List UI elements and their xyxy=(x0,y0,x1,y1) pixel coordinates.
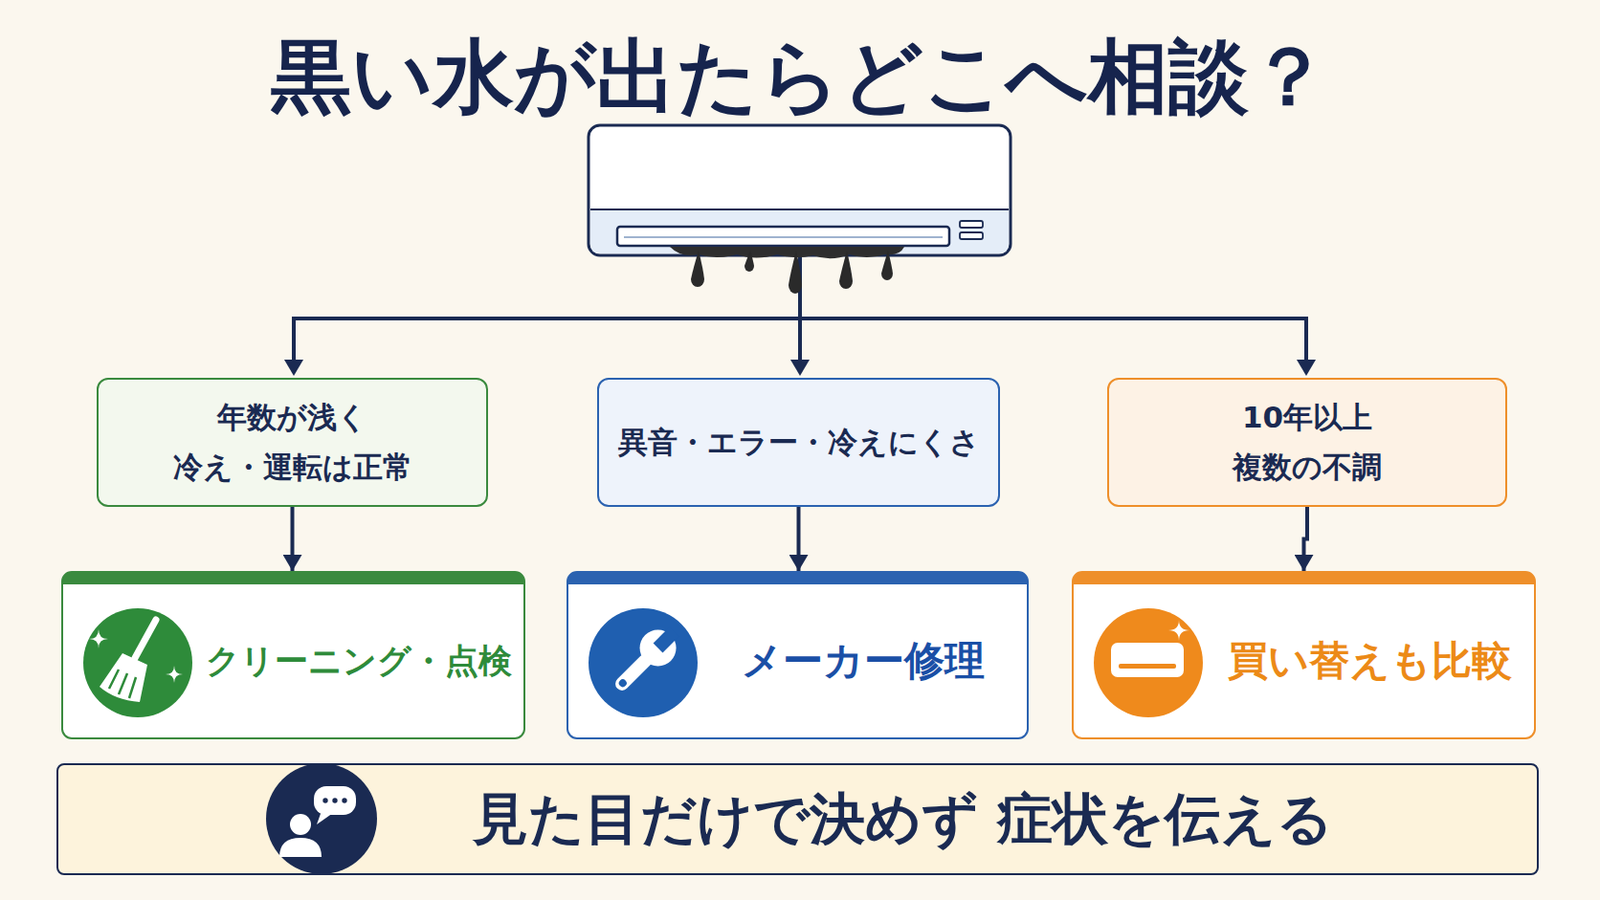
water-drop xyxy=(788,250,802,294)
broom-head xyxy=(99,653,148,703)
text-piece: 複数の不調 xyxy=(1232,449,1382,485)
text-piece: 症状を伝える xyxy=(997,786,1334,852)
action-label: クリーニング・点検 xyxy=(205,641,512,682)
person-body xyxy=(279,838,322,858)
aircon-louver xyxy=(623,236,943,239)
speech-dot xyxy=(341,798,347,803)
broom-handle xyxy=(134,620,156,659)
flow-arrow xyxy=(797,507,801,572)
consult-icon xyxy=(266,763,378,875)
text-piece: 黒い水が出たらどこへ相談？ xyxy=(270,36,1330,117)
text-piece: 買い替えも比較 xyxy=(1227,637,1512,685)
sparkle xyxy=(1168,620,1190,642)
text-piece: クリーニング・点検 xyxy=(205,642,512,681)
text-piece: 冷え・運転は正常 xyxy=(173,449,413,485)
replace-icon xyxy=(1093,608,1203,718)
condition-box: 異音・エラー・冷えにくさ xyxy=(597,377,1000,508)
split-line xyxy=(293,316,1307,321)
text-piece: 年数が浅く xyxy=(217,400,368,435)
split-line xyxy=(291,316,296,364)
condition-label: 年数が浅く 冷え・運転は正常 xyxy=(158,393,427,491)
arrow-head xyxy=(790,359,810,377)
action-label: 買い替えも比較 xyxy=(1227,637,1512,686)
water-drop xyxy=(839,250,853,289)
aircon-symbol-vent xyxy=(1118,664,1177,669)
text-piece: メーカー修理 xyxy=(741,637,985,685)
water-drop xyxy=(690,250,705,288)
wrench-jaw xyxy=(653,627,680,654)
cleaning-icon xyxy=(83,608,193,718)
text-piece: 異音・エラー・冷えにくさ xyxy=(618,424,980,460)
aircon-symbol xyxy=(1111,643,1184,678)
aircon-panel xyxy=(590,209,1009,254)
advice-text: 見た目だけで決めず 症状を伝える xyxy=(472,786,1334,854)
action-box: メーカー修理 xyxy=(566,571,1029,740)
water-drop xyxy=(881,250,893,281)
condition-label: 10年以上 複数の不調 xyxy=(1173,393,1442,491)
aircon-lamp xyxy=(959,232,983,240)
wrench-symbol xyxy=(604,619,688,702)
aircon-seam xyxy=(590,208,1009,211)
speech-dot xyxy=(322,798,328,803)
arrow-head xyxy=(284,359,304,377)
diagram-title: 黒い水が出たらどこへ相談？ xyxy=(0,32,1600,121)
repair-icon xyxy=(588,608,698,718)
action-label: メーカー修理 xyxy=(741,637,985,686)
speech-tail xyxy=(316,811,334,825)
arrow-head xyxy=(1296,359,1316,377)
action-box: 買い替えも比較 xyxy=(1071,571,1536,740)
action-box: クリーニング・点検 xyxy=(61,571,526,740)
advice-band: 見た目だけで決めず 症状を伝える xyxy=(56,763,1539,876)
split-line xyxy=(798,256,802,364)
text-piece: 10年以上 xyxy=(1242,400,1373,435)
aircon-vent xyxy=(617,226,950,246)
text-gap xyxy=(977,786,998,852)
aircon-lamp xyxy=(959,221,983,228)
flow-arrow xyxy=(1304,507,1309,572)
wrench-handle xyxy=(612,651,655,694)
aircon-body xyxy=(588,125,1011,256)
flow-arrow xyxy=(290,507,295,572)
condition-box: 年数が浅く 冷え・運転は正常 xyxy=(96,377,489,508)
sparkle xyxy=(88,629,109,649)
condition-box: 10年以上 複数の不調 xyxy=(1107,377,1508,508)
speech-dot xyxy=(332,798,337,803)
water-drop xyxy=(744,250,755,272)
wrench-head xyxy=(632,622,685,675)
person-head xyxy=(289,814,312,836)
text-piece: 見た目だけで決めず xyxy=(472,786,978,852)
speech-bubble xyxy=(313,786,356,816)
broom-bristles xyxy=(109,669,136,699)
split-line xyxy=(1304,316,1309,364)
sparkle xyxy=(165,666,183,684)
black-water xyxy=(669,246,905,259)
wrench-hole xyxy=(617,678,628,689)
condition-label: 異音・エラー・冷えにくさ xyxy=(618,418,980,467)
